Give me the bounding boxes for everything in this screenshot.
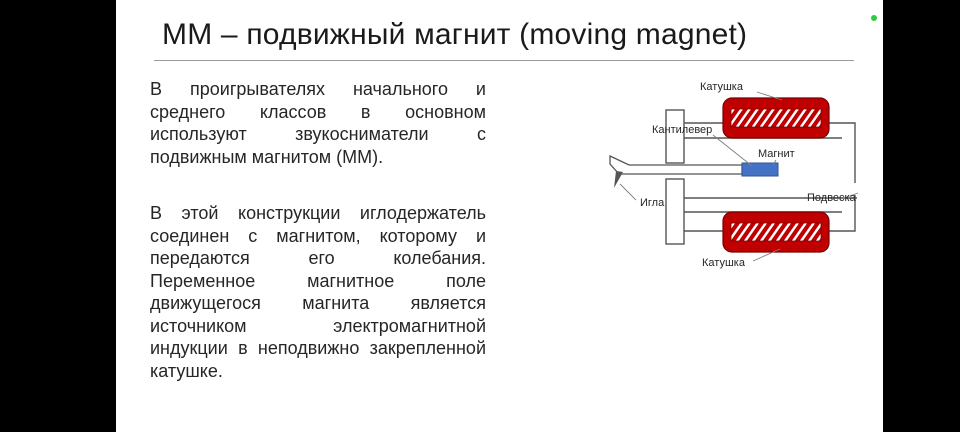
frame-left-post-bottom [665,178,685,245]
slide-title: ММ – подвижный магнит (moving magnet) [162,18,748,51]
coil-bottom [722,211,830,253]
frame-left-post-top [665,109,685,164]
paragraph-intro: В проигрывателях начального и среднего к… [150,79,486,167]
coil-top [722,97,830,139]
mm-cartridge-diagram: Катушка Кантилевер Магнит Игла Подвеска … [609,81,859,269]
label-suspension: Подвеска [807,192,857,204]
title-divider [154,60,854,61]
label-cantilever: Кантилевер [652,124,712,136]
label-coil-bottom: Катушка [702,257,746,269]
needle [614,171,623,188]
magnet [741,162,779,177]
label-coil-top: Катушка [700,81,744,93]
label-needle: Игла [640,197,665,209]
label-magnet: Магнит [758,148,795,160]
paragraph-construction: В этой конструкции иглодержатель соедине… [150,203,486,381]
slide: ММ – подвижный магнит (moving magnet) В … [116,0,883,432]
status-indicator-dot [871,15,877,21]
